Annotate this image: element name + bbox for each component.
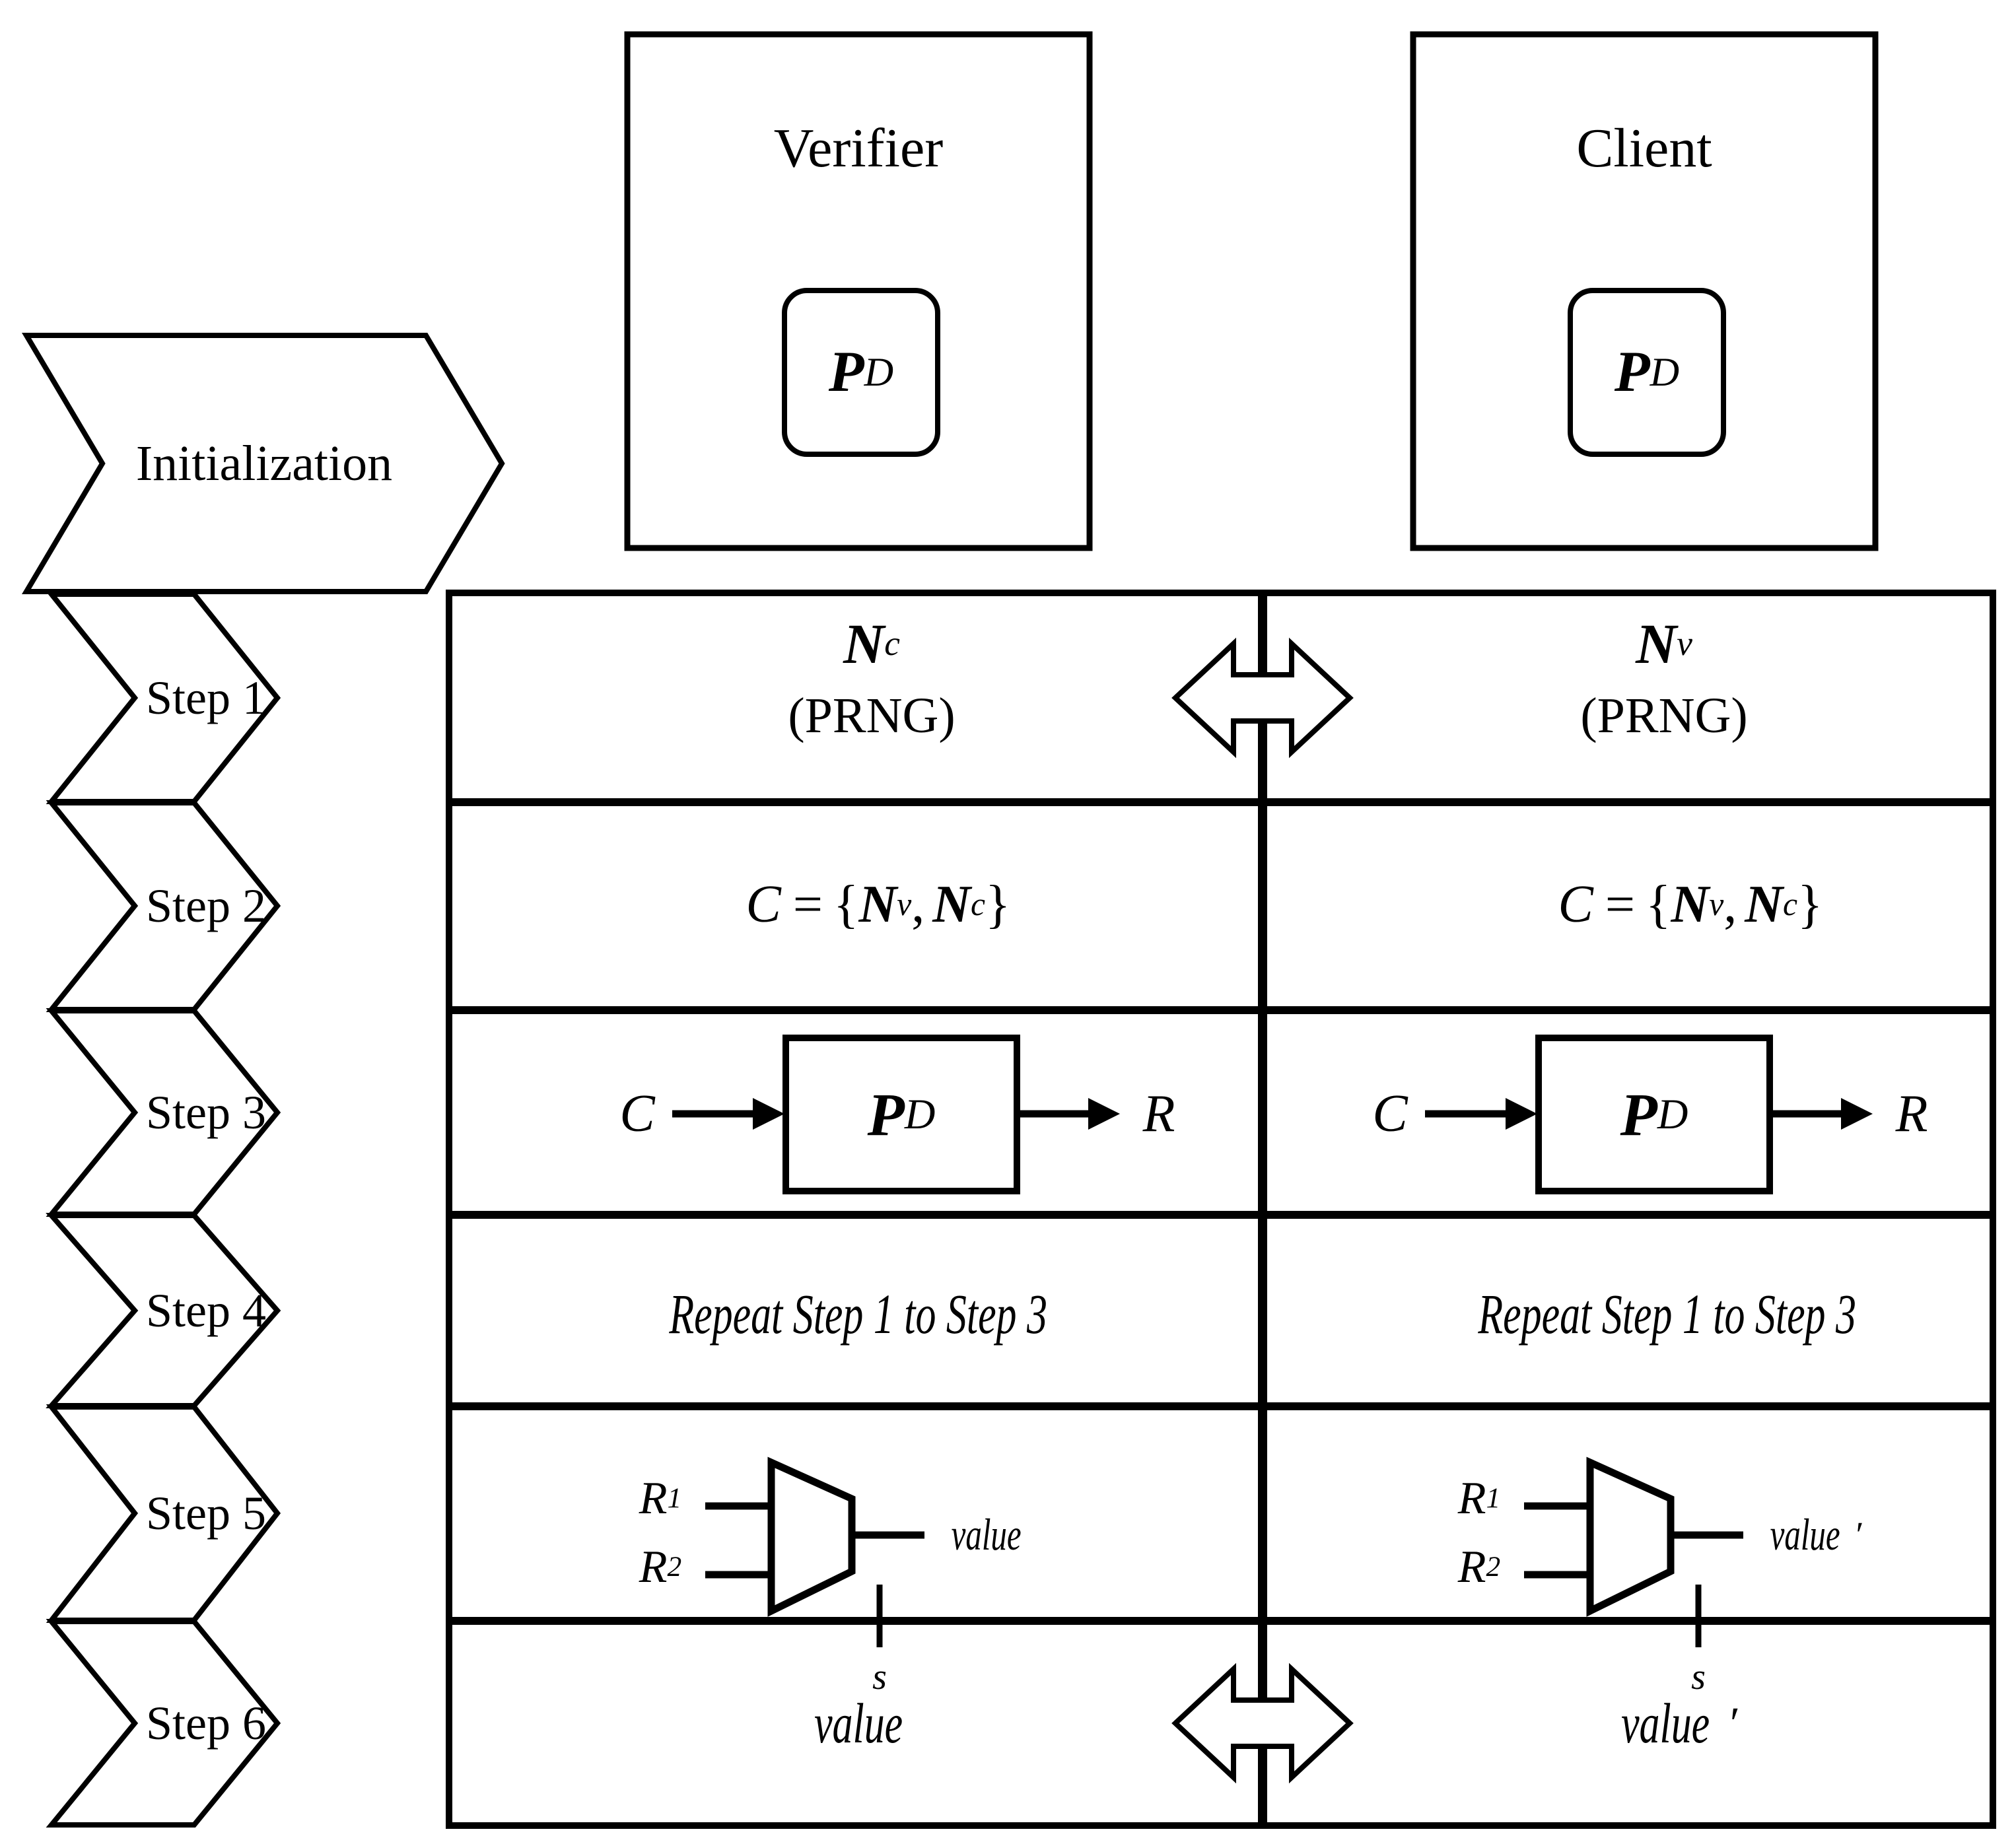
step2-left-a-base: N	[858, 875, 897, 934]
step4-left-text-inner: Repeat Step 1 to Step 3	[669, 1282, 1048, 1346]
step1-left-nonce-base: N	[843, 611, 885, 675]
step2-right-lhs: C	[1558, 875, 1593, 934]
mux-right-output-prime: ′	[1854, 1515, 1862, 1555]
mux-left-input1-base: R	[639, 1472, 668, 1524]
step3-left-puf-block	[782, 1035, 1020, 1194]
step3-right-input-arrowhead	[1506, 1098, 1537, 1130]
step-label-4: Step 4	[145, 1283, 266, 1337]
step4-right-text-inner: Repeat Step 1 to Step 3	[1478, 1282, 1857, 1346]
mux-right-output-text: value	[1770, 1509, 1840, 1560]
client-puf-superscript: D	[1650, 349, 1680, 395]
mux-left-input2-base: R	[639, 1541, 668, 1592]
initialization-chevron	[21, 333, 505, 594]
step4-right-text: Repeat Step 1 to Step 3	[1271, 1274, 2016, 1353]
step-label-5: Step 5	[145, 1486, 266, 1540]
step1-right-nonce-subscript: v	[1677, 623, 1692, 664]
verifier-title: Verifier	[773, 117, 944, 179]
step2-left-comma: ,	[911, 875, 925, 934]
step3-left-output-label: R	[1142, 1085, 1175, 1143]
step2-right-equals: =	[1605, 875, 1636, 934]
exchange-arrow-step6	[1171, 1662, 1354, 1784]
mux-right-input2-subscript: 2	[1486, 1550, 1501, 1583]
mux-left-input1-subscript: 1	[667, 1482, 682, 1514]
mux-left-select-label: s	[872, 1656, 887, 1697]
step3-right-output-label: R	[1895, 1085, 1928, 1143]
client-title: Client	[1576, 117, 1712, 179]
verifier-puf-superscript: D	[864, 349, 894, 395]
initialization-label: Initialization	[135, 435, 393, 491]
verifier-puf-base: P	[828, 339, 864, 404]
step2-left-b-subscript: c	[971, 885, 986, 922]
verifier-puf-box	[782, 288, 940, 457]
step3-left-input-arrowhead	[753, 1098, 784, 1130]
step3-right-block-base: P	[1620, 1080, 1657, 1148]
step-label-6: Step 6	[145, 1696, 266, 1750]
step3-left-input-label: C	[619, 1085, 655, 1143]
step-label-1: Step 1	[145, 671, 266, 724]
mux-right-select-label: s	[1691, 1656, 1706, 1697]
mux-right-body	[1586, 1456, 1675, 1617]
step1-left-caption: (PRNG)	[788, 688, 956, 744]
step6-left-value: value	[594, 1684, 1123, 1763]
step2-left-brace-open: {	[833, 875, 859, 934]
exchange-arrow-step1	[1171, 637, 1354, 759]
step-chevron-6	[46, 1619, 281, 1828]
step1-right-caption: (PRNG)	[1580, 688, 1748, 744]
step-label-2: Step 2	[145, 879, 266, 932]
step3-left-block-base: P	[867, 1080, 905, 1148]
mux-left-output-label: value	[938, 1502, 1156, 1568]
step2-right-brace-open: {	[1646, 875, 1671, 934]
mux-left-input2-subscript: 2	[667, 1550, 682, 1583]
step3-right-output-arrowhead	[1841, 1098, 1873, 1130]
step6-right-value-prime: ′	[1727, 1697, 1737, 1748]
step6-right-value: value ′	[1407, 1684, 1935, 1763]
step3-right-input-label: C	[1372, 1085, 1408, 1143]
step3-left-output-arrowhead	[1088, 1098, 1120, 1130]
step2-right-comma: ,	[1723, 875, 1737, 934]
mux-right-input1-base: R	[1457, 1472, 1486, 1524]
step2-left-lhs: C	[746, 875, 781, 934]
step1-right-nonce-base: N	[1636, 611, 1677, 675]
step2-right-b-subscript: c	[1783, 885, 1798, 922]
client-puf-base: P	[1614, 339, 1650, 404]
step1-left-nonce-subscript: c	[884, 623, 900, 664]
step3-left-block-superscript: D	[904, 1091, 936, 1138]
mux-right-input1-subscript: 1	[1486, 1482, 1501, 1514]
step2-right-brace-close: }	[1797, 875, 1823, 934]
step2-left-equals: =	[792, 875, 823, 934]
mux-right-output-label: value ′	[1756, 1502, 1981, 1568]
step2-left-brace-close: }	[985, 875, 1011, 934]
step2-right-a-subscript: v	[1709, 885, 1724, 922]
step3-right-block-superscript: D	[1657, 1091, 1688, 1138]
step4-left-text: Repeat Step 1 to Step 3	[462, 1274, 1255, 1353]
client-puf-box	[1568, 288, 1726, 457]
mux-right-input2-base: R	[1457, 1541, 1486, 1592]
mux-left-body	[767, 1456, 856, 1617]
step-label-3: Step 3	[145, 1085, 266, 1139]
step6-left-value-text: value	[814, 1691, 903, 1755]
protocol-table	[446, 590, 1996, 1829]
step6-right-value-text: value	[1621, 1691, 1710, 1755]
step2-left-b-base: N	[932, 875, 971, 934]
step3-right-puf-block	[1535, 1035, 1773, 1194]
mux-left-output-text: value	[951, 1509, 1022, 1560]
step2-right-a-base: N	[1671, 875, 1710, 934]
step2-left-a-subscript: v	[897, 885, 912, 922]
step2-right-b-base: N	[1745, 875, 1784, 934]
